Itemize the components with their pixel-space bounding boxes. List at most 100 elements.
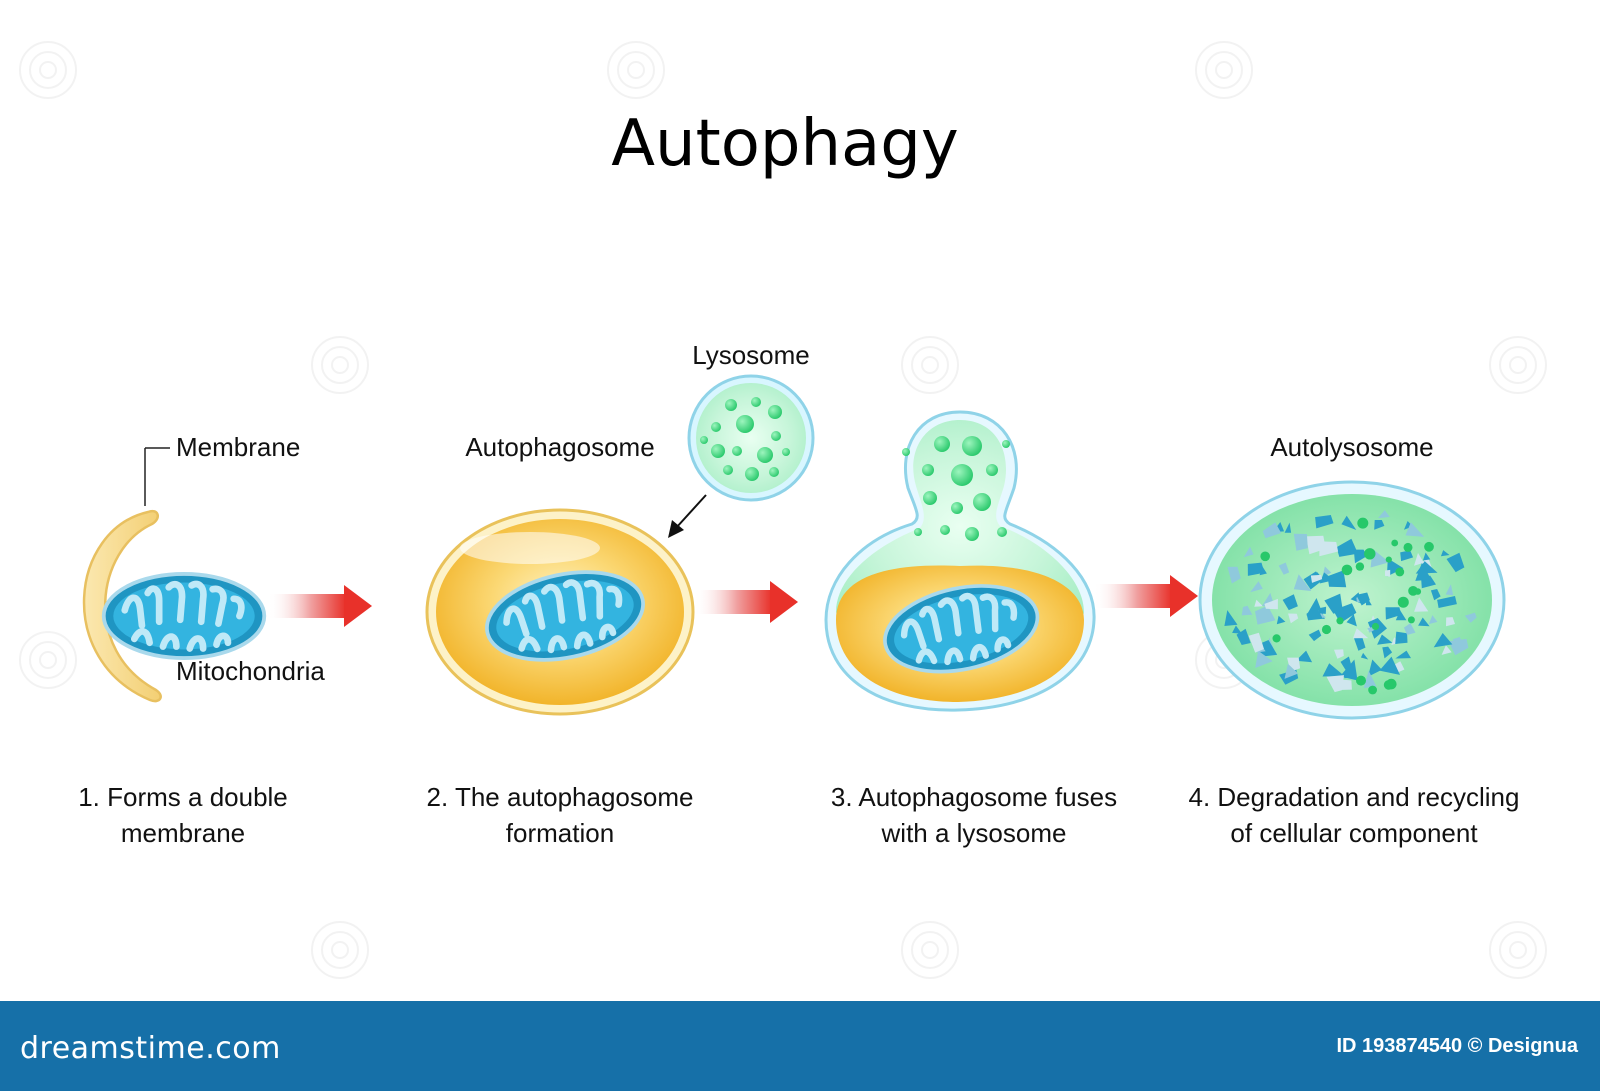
autophagosome-label: Autophagosome (465, 432, 654, 462)
debris-dot (1272, 634, 1281, 643)
debris-fragment (1318, 606, 1327, 614)
debris-dot (1407, 616, 1415, 624)
debris-fragment (1378, 510, 1390, 519)
debris-fragment (1414, 597, 1429, 612)
step4-autolysosome: Autolysosome (1198, 432, 1506, 720)
debris-fragment (1386, 558, 1404, 577)
debris-fragment (1310, 574, 1323, 583)
debris-dot (1408, 586, 1418, 596)
debris-fragment (1336, 538, 1358, 557)
debris-fragment (1400, 550, 1414, 562)
debris-dot (1336, 617, 1344, 625)
debris-fragment (1340, 659, 1358, 681)
step3-caption-line2: with a lysosome (881, 818, 1067, 848)
debris-dot (1364, 548, 1376, 560)
debris-fragment (1395, 631, 1408, 644)
arrow-step2-to-step3 (694, 581, 798, 623)
debris-fragment (1276, 615, 1286, 625)
step4-caption-line2: of cellular component (1230, 818, 1478, 848)
debris-fragment (1284, 663, 1299, 679)
debris-dot (1383, 680, 1394, 690)
debris-fragment (1341, 515, 1357, 530)
debris-fragment (1354, 636, 1366, 651)
step-captions: 1. Forms a double membrane 2. The autoph… (78, 782, 1519, 848)
mitochondria-label: Mitochondria (176, 656, 325, 686)
watermark (19, 41, 1547, 979)
debris-dot (1321, 624, 1332, 635)
debris-fragment (1278, 562, 1290, 575)
step3-fusion (824, 410, 1096, 712)
debris-fragment (1295, 650, 1313, 663)
debris-fragment (1363, 670, 1377, 688)
debris-dot (1341, 564, 1353, 576)
autolysosome-inner (1212, 494, 1492, 706)
debris-fragment (1440, 550, 1450, 557)
debris-fragment (1395, 610, 1407, 621)
debris-fragment (1327, 570, 1347, 588)
debris-fragment (1293, 533, 1308, 551)
debris-fragment (1319, 541, 1339, 557)
step2-caption-line2: formation (506, 818, 614, 848)
debris-fragment (1346, 614, 1357, 627)
debris-dot (1356, 675, 1366, 686)
debris-fragment (1428, 615, 1438, 625)
debris-fragment (1243, 546, 1254, 558)
debris-fragment (1382, 646, 1393, 659)
lysosome-pointer-arrow (668, 494, 707, 538)
debris-fragment (1353, 549, 1367, 564)
debris-fragment (1293, 574, 1312, 591)
debris-fragment (1446, 552, 1465, 573)
debris-fragment (1422, 552, 1431, 561)
debris-dot (1397, 596, 1409, 608)
debris-fragment (1264, 598, 1278, 610)
debris-fragment (1282, 594, 1298, 611)
debris-dot (1355, 562, 1365, 571)
debris-fragment (1356, 592, 1370, 606)
membrane-crescent (82, 509, 162, 703)
membrane-label: Membrane (176, 432, 300, 462)
debris-fragment (1308, 629, 1322, 642)
step3-caption-line1: 3. Autophagosome fuses (831, 782, 1117, 812)
debris-fragment (1433, 633, 1453, 648)
debris-fragment (1236, 628, 1251, 645)
debris-dot (1403, 542, 1413, 552)
arrow-step1-to-step2 (268, 585, 372, 627)
debris-fragment (1250, 581, 1263, 593)
debris-fragment (1441, 645, 1452, 655)
debris-fragment (1241, 605, 1253, 616)
debris-fragment (1326, 675, 1344, 693)
cellular-debris (1224, 510, 1477, 695)
debris-fragment (1306, 606, 1323, 621)
dreamstime-logo[interactable]: dreamstime.com (20, 1031, 281, 1066)
step1-membrane-forming: Membrane Mitochondria (82, 432, 325, 703)
debris-dot (1385, 556, 1392, 563)
debris-fragment (1353, 628, 1369, 639)
debris-fragment (1415, 562, 1432, 581)
mitochondria-shape (104, 574, 265, 658)
debris-fragment (1368, 659, 1382, 677)
debris-dot (1395, 567, 1405, 577)
debris-fragment (1437, 596, 1457, 608)
debris-fragment (1284, 522, 1292, 533)
debris-fragment (1374, 520, 1385, 530)
debris-fragment (1405, 522, 1425, 537)
debris-fragment (1385, 607, 1402, 620)
debris-fragment (1395, 650, 1411, 659)
debris-fragment (1464, 612, 1477, 623)
debris-fragment (1404, 623, 1416, 635)
debris-fragment (1404, 521, 1413, 530)
step2-autophagosome: Autophagosome Lysosome (425, 340, 815, 716)
debris-dot (1357, 517, 1369, 529)
debris-fragment (1315, 515, 1334, 529)
step1-caption-line1: 1. Forms a double (78, 782, 288, 812)
debris-fragment (1262, 522, 1282, 539)
debris-dot (1368, 685, 1377, 695)
debris-fragment (1385, 569, 1391, 577)
step2-caption-line1: 2. The autophagosome (427, 782, 694, 812)
debris-fragment (1254, 599, 1263, 607)
debris-dot (1260, 551, 1270, 562)
debris-fragment (1247, 562, 1265, 576)
debris-fragment (1248, 632, 1264, 653)
debris-fragment (1445, 584, 1454, 596)
debris-fragment (1322, 663, 1345, 677)
